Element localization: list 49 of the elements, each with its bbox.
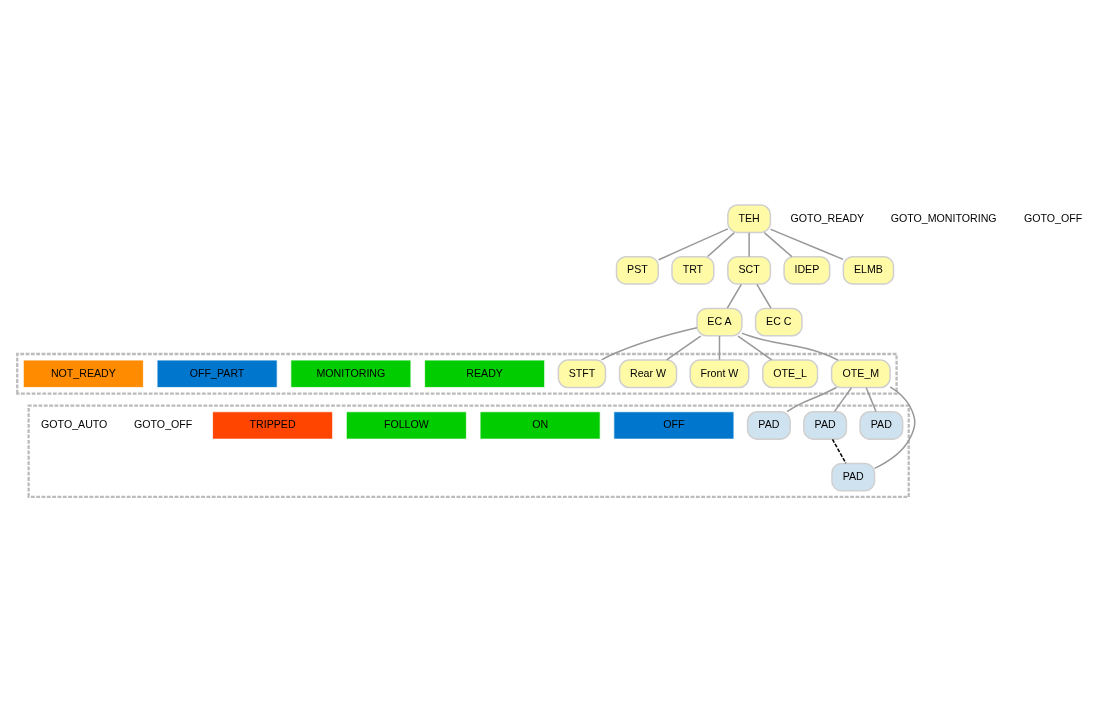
cluster: [27, 404, 910, 498]
connector: [873, 385, 916, 469]
node-box: TRT: [671, 255, 715, 285]
label: GOTO_READY: [790, 211, 865, 224]
node-box: SCT: [727, 255, 772, 285]
node-box: TEH: [727, 203, 772, 233]
node-box: PAD: [746, 410, 791, 440]
label: GOTO_AUTO: [41, 417, 108, 430]
connector: [657, 227, 729, 261]
connector: [865, 386, 877, 412]
node-box: OTE_L: [762, 358, 819, 388]
node-box: OFF_PART: [156, 359, 278, 388]
connector: [786, 386, 838, 412]
node-box: OFF: [613, 410, 735, 439]
node-box: IDEP: [783, 255, 831, 285]
label: GOTO_OFF: [1023, 211, 1083, 224]
node-box: OTE_M: [830, 358, 891, 388]
connector: [706, 231, 736, 257]
node-box: PAD: [831, 462, 876, 492]
connector: [737, 334, 773, 361]
node-box: EC C: [754, 307, 803, 336]
connector: [726, 283, 743, 309]
node-box: ELMB: [842, 255, 895, 285]
node-box: PAD: [859, 410, 904, 440]
connector: [756, 283, 772, 309]
label: GOTO_MONITORING: [890, 211, 997, 224]
node-box: Front W: [689, 358, 750, 388]
node-box: PST: [615, 255, 660, 285]
connector: [741, 331, 839, 361]
node-box: NOT_READY: [22, 359, 144, 388]
node-box: ON: [479, 410, 601, 439]
node-box: FOLLOW: [345, 410, 467, 439]
connector: [665, 334, 702, 361]
connector: [718, 334, 721, 360]
node-box: MONITORING: [290, 359, 412, 388]
label: GOTO_OFF: [134, 417, 193, 430]
connector: [833, 386, 853, 412]
connector: [831, 438, 847, 464]
node-box: STFT: [557, 358, 607, 388]
node-box: READY: [424, 359, 546, 388]
connector: [748, 231, 750, 257]
connector: [763, 231, 793, 257]
node-box: PAD: [803, 410, 848, 440]
connector: [769, 227, 844, 260]
node-box: Rear W: [618, 358, 678, 388]
connector: [600, 326, 698, 361]
cluster: [16, 352, 898, 395]
node-box: TRIPPED: [212, 410, 333, 439]
node-box: EC A: [696, 307, 743, 336]
